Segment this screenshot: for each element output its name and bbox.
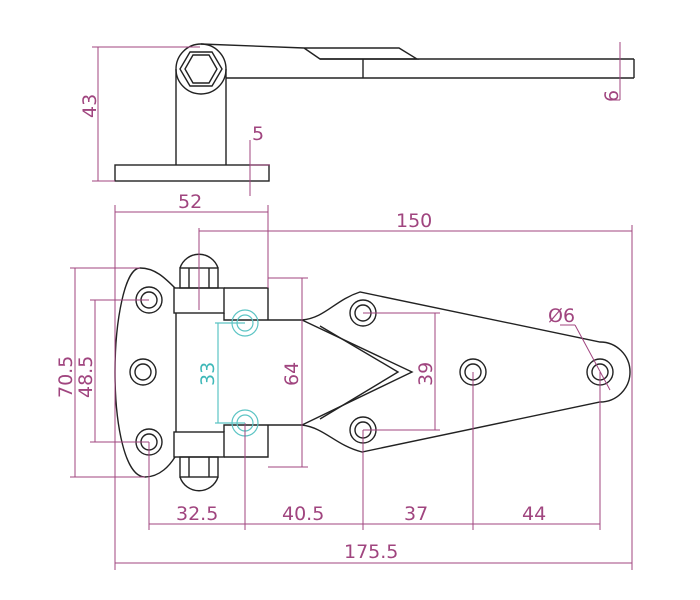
- dim-hole-diameter: Ø6: [548, 305, 575, 327]
- dim-48-5: 48.5: [75, 356, 97, 398]
- dim-44: 44: [522, 503, 546, 525]
- dim-150: 150: [396, 210, 432, 232]
- dim-39: 39: [415, 362, 437, 386]
- dim-40-5: 40.5: [282, 503, 324, 525]
- dim-70-5: 70.5: [55, 356, 77, 398]
- dim-43: 43: [79, 94, 101, 118]
- dim-64: 64: [281, 362, 303, 386]
- side-dimensions: [92, 42, 621, 196]
- dim-6: 6: [601, 90, 623, 102]
- dim-32-5: 32.5: [176, 503, 218, 525]
- dim-5: 5: [252, 123, 264, 145]
- dim-52: 52: [178, 191, 202, 213]
- front-view: [114, 253, 631, 492]
- dim-37: 37: [404, 503, 428, 525]
- front-dimensions: [70, 205, 633, 570]
- side-view: [114, 43, 635, 182]
- dim-33: 33: [197, 362, 219, 386]
- dim-175-5: 175.5: [344, 541, 398, 563]
